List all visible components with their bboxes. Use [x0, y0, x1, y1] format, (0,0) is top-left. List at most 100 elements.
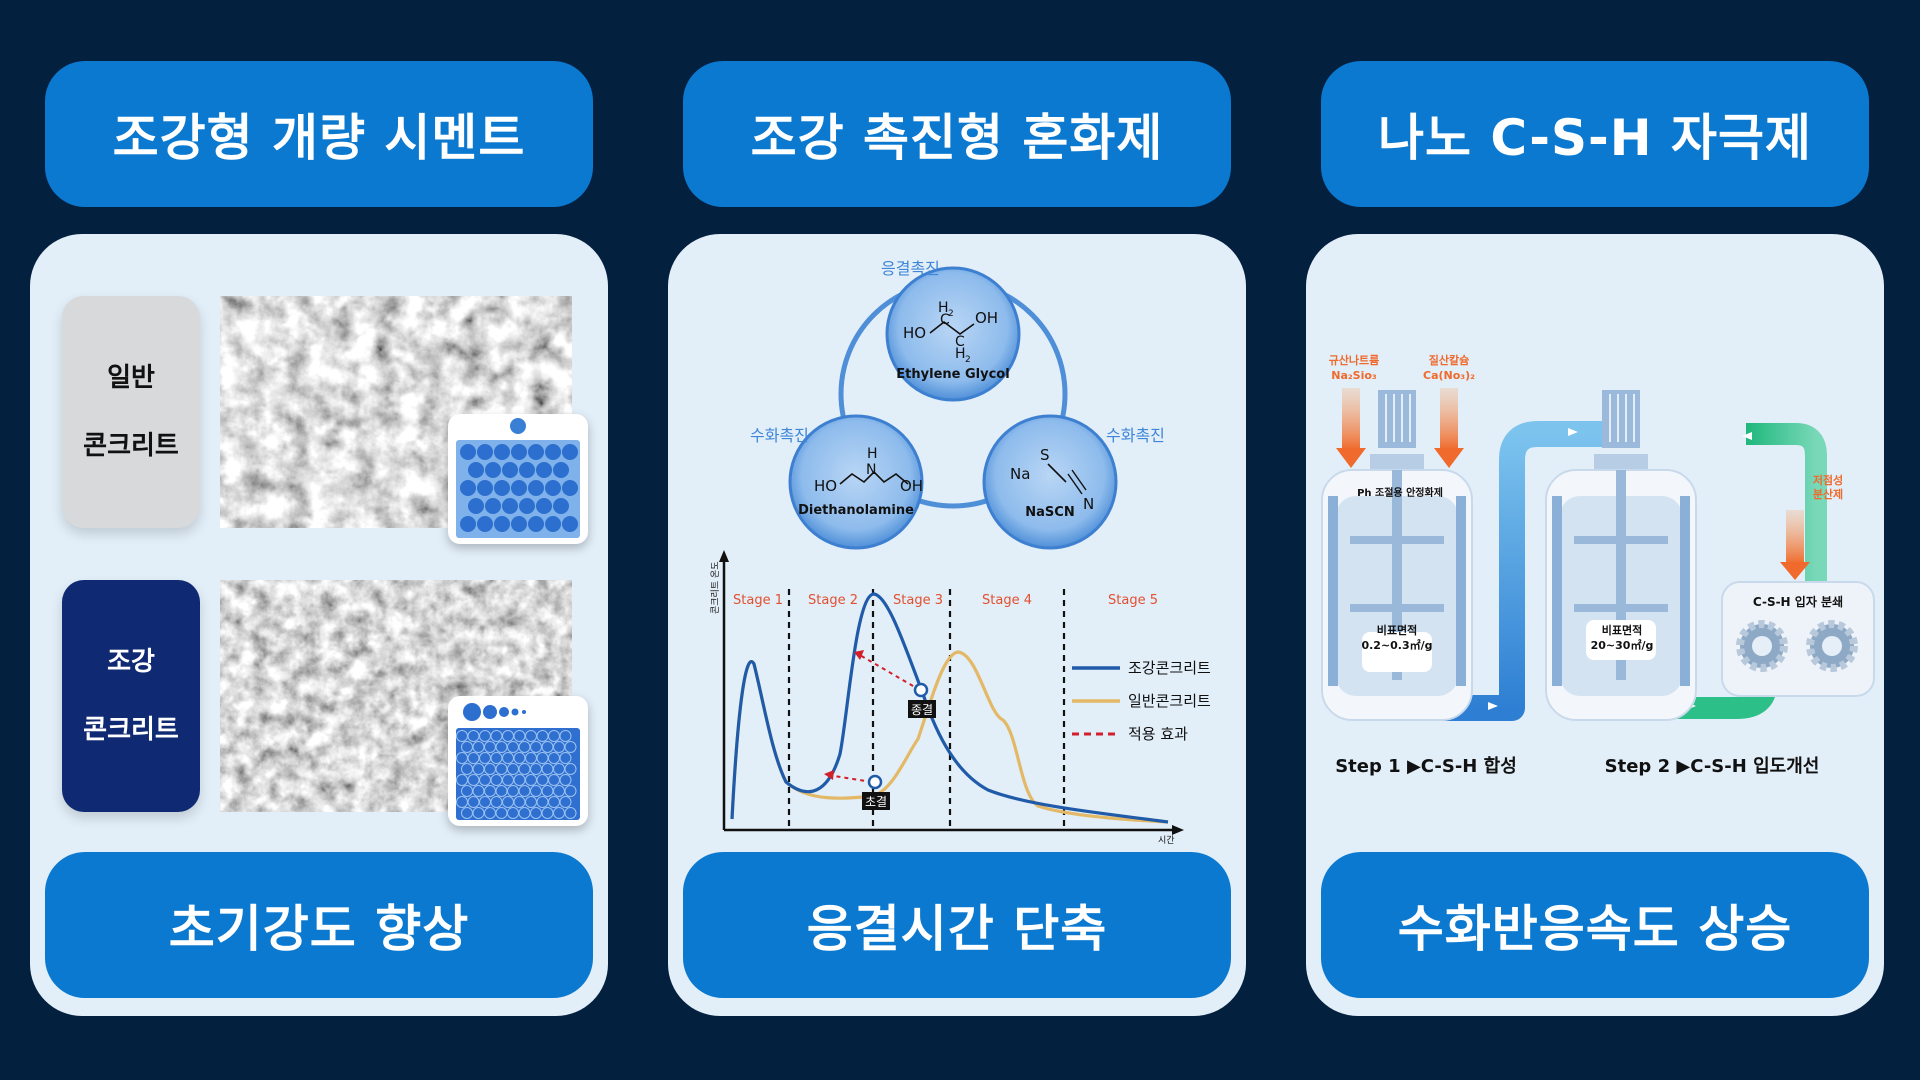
particle: [494, 444, 510, 460]
particle: [511, 516, 527, 532]
particle: [511, 480, 527, 496]
header-early-strength-cement: 조강형 개량 시멘트: [45, 61, 593, 207]
particle: [519, 498, 535, 514]
fine-particle: [559, 730, 572, 742]
particle: [502, 498, 518, 514]
particle-inset-normal: [448, 414, 588, 544]
input2-formula: Ca(No₃)₂: [1423, 369, 1475, 382]
particle: [494, 480, 510, 496]
nascn-structure-icon: Na S N: [1010, 446, 1094, 513]
svg-text:N: N: [866, 462, 876, 478]
fine-particle: [564, 763, 577, 775]
nano-csh-process-diagram: 규산나트륨 Na₂Sio₃ 질산칼슘 Ca(No₃)₂ 저점성 분산제 Ph 조…: [1321, 353, 1875, 777]
legend-label-normal: 일반콘크리트: [1128, 692, 1211, 710]
stage-label-3: Stage 3: [893, 593, 943, 608]
particle: [528, 516, 544, 532]
dispersant-arrow-shaft: [1786, 510, 1804, 564]
nascn-molecule: [982, 414, 1118, 550]
role-label-hydration-right: 수화촉진: [1106, 426, 1165, 445]
initial-set-label: 초결: [865, 795, 887, 809]
particle: [477, 516, 493, 532]
legend-label-effect: 적용 효과: [1128, 725, 1188, 743]
chart-legend: 조강콘크리트 일반콘크리트 적용 효과: [1072, 659, 1211, 743]
diethanolamine-structure-icon: HO H N OH: [814, 446, 923, 495]
stabilizer-label: Ph 조절용 안정화제: [1357, 486, 1443, 499]
header-nano-csh-stimulant: 나노 C-S-H 자극제: [1321, 61, 1869, 207]
gear-icon: [1806, 620, 1858, 672]
svg-text:H: H: [938, 300, 949, 316]
final-set-tag: [908, 700, 936, 718]
input1-formula: Na₂Sio₃: [1331, 369, 1377, 382]
particle: [468, 498, 484, 514]
early-concrete-curve: [730, 592, 1169, 824]
stage-label-5: Stage 5: [1108, 593, 1158, 608]
header-accelerating-admixture: 조강 촉진형 혼화제: [683, 61, 1231, 207]
dispersant-line2: 분산제: [1813, 487, 1843, 501]
svg-text:H: H: [867, 446, 878, 462]
diethanolamine-molecule: [788, 414, 924, 550]
flow-arrow-1-icon: [1488, 702, 1498, 710]
particle: [485, 462, 501, 478]
initial-set-marker: [867, 774, 883, 790]
footer-early-strength: 초기강도 향상: [45, 852, 593, 998]
y-axis-arrow-icon: [719, 550, 729, 562]
particle: [468, 462, 484, 478]
stage-label-1: Stage 1: [733, 593, 783, 608]
input-arrow-shaft-1: [1342, 388, 1360, 450]
particle: [536, 462, 552, 478]
particle: [528, 480, 544, 496]
dispersant-line1: 저점성: [1813, 473, 1843, 487]
svg-text:C: C: [955, 334, 965, 350]
reactor2-area-label: 비표면적: [1602, 623, 1642, 637]
reactor-1: [1321, 390, 1473, 721]
svg-text:2: 2: [965, 355, 971, 365]
final-set-marker: [913, 682, 929, 698]
fine-particle: [559, 796, 572, 808]
input1-name: 규산나트륨: [1329, 353, 1380, 367]
effect-arrow-initial: [827, 774, 873, 783]
early-concrete-label-line1: 조강: [107, 647, 155, 677]
fine-particle: [559, 752, 572, 764]
fine-particle: [564, 741, 577, 753]
flow-arrow-4-icon: [1742, 432, 1752, 440]
particle: [562, 516, 578, 532]
particle: [562, 444, 578, 460]
particle: [502, 462, 518, 478]
particle: [553, 498, 569, 514]
disperser-unit: [1721, 581, 1875, 697]
ethylene-glycol-label: Ethylene Glycol: [896, 367, 1009, 382]
reactor2-area-value: 20~30㎡/g: [1591, 638, 1654, 652]
y-axis-label: 콘크리트 온도: [710, 561, 721, 614]
stage-label-2: Stage 2: [808, 593, 858, 608]
step2-label: Step 2 ▶C-S-H 입도개선: [1605, 755, 1820, 777]
particle: [562, 480, 578, 496]
svg-text:Na: Na: [1010, 465, 1030, 483]
disperser-label: C-S-H 입자 분쇄: [1753, 594, 1843, 609]
particle: [460, 444, 476, 460]
ethylene-glycol-molecule: [885, 266, 1021, 402]
effect-arrowhead-initial-icon: [824, 770, 834, 780]
svg-text:N: N: [1083, 495, 1094, 513]
diethanolamine-label: Diethanolamine: [798, 503, 914, 518]
particle: [477, 480, 493, 496]
x-axis-label: 시간: [1158, 835, 1175, 846]
final-set-label: 종결: [911, 703, 933, 717]
early-concrete-label-line2: 콘크리트: [83, 715, 179, 745]
particle: [545, 516, 561, 532]
stage-label-4: Stage 4: [982, 593, 1032, 608]
input-arrowhead-1-icon: [1336, 448, 1366, 468]
gear-icon: [1736, 620, 1788, 672]
particle: [553, 462, 569, 478]
flow-arrow-2-icon: [1568, 428, 1578, 436]
particle: [460, 480, 476, 496]
svg-text:H: H: [955, 346, 966, 362]
reactor1-area-value: 0.2~0.3㎡/g: [1361, 638, 1432, 652]
particle: [511, 444, 527, 460]
effect-arrow-final: [857, 653, 921, 691]
footer-setting-time: 응결시간 단축: [683, 852, 1231, 998]
svg-text:2: 2: [948, 309, 954, 319]
x-axis-arrow-icon: [1172, 825, 1184, 835]
nascn-label: NaSCN: [1025, 505, 1074, 520]
